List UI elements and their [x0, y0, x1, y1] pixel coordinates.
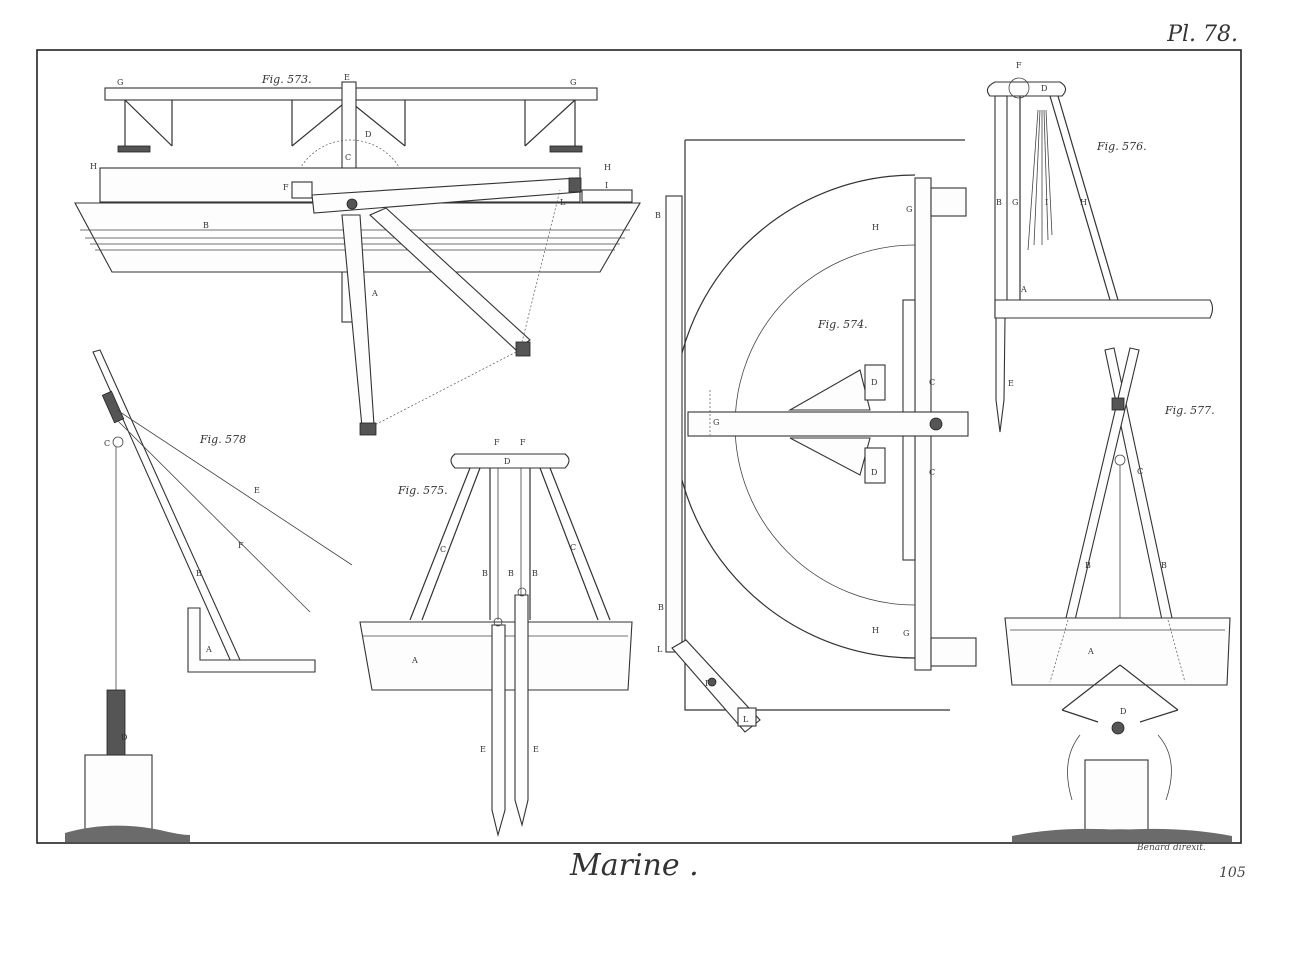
- fig577-label-c: C: [1137, 467, 1143, 476]
- fig576-label-e: E: [1008, 379, 1014, 388]
- fig578-label-a: A: [205, 645, 212, 654]
- figure-573: Fig. 573. G G E D C H H F I L B A: [74, 73, 641, 436]
- fig573-label-b: B: [203, 221, 209, 230]
- fig573-label-l: L: [560, 198, 566, 207]
- fig578-label-f: F: [238, 541, 244, 550]
- fig577-label-b-left: B: [1085, 561, 1091, 570]
- fig575-caption: Fig. 575.: [397, 484, 448, 497]
- fig573-caption: Fig. 573.: [261, 73, 312, 86]
- fig574-label-g-top: G: [906, 205, 912, 214]
- fig574-label-c-bottom: C: [929, 468, 935, 477]
- fig578-label-c: C: [104, 439, 110, 448]
- fig574-label-d-bottom: D: [871, 468, 877, 477]
- fig577-label-a: A: [1087, 647, 1094, 656]
- fig574-label-i: I: [705, 679, 708, 688]
- fig575-label-c-left: C: [440, 545, 446, 554]
- fig575-label-b1: B: [482, 569, 488, 578]
- fig574-caption: Fig. 574.: [817, 318, 868, 331]
- fig575-label-f-right: F: [520, 438, 526, 447]
- fig573-label-a: A: [371, 289, 378, 298]
- fig577-label-b-right: B: [1161, 561, 1167, 570]
- fig578-label-e: E: [254, 486, 260, 495]
- figure-576: Fig. 576. F D B G I H A E: [986, 61, 1214, 433]
- fig573-label-c: C: [345, 153, 351, 162]
- fig574-label-l-top: L: [657, 645, 663, 654]
- fig574-label-g-beam: G: [713, 418, 719, 427]
- fig575-label-b2: B: [508, 569, 514, 578]
- fig575-label-f-left: F: [494, 438, 500, 447]
- fig575-label-e-left: E: [480, 745, 486, 754]
- fig574-label-g-bottom: G: [903, 629, 909, 638]
- fig573-label-g-right: G: [570, 78, 576, 87]
- fig575-label-c-right: C: [570, 543, 576, 552]
- fig578-label-b: B: [196, 569, 202, 578]
- plate-frame: [36, 49, 1242, 844]
- fig573-label-i: I: [605, 181, 608, 190]
- fig576-label-i: I: [1045, 198, 1048, 207]
- figure-577: Fig. 577. C B B A D: [1004, 347, 1232, 842]
- figure-578: Fig. 578 C E F B A D: [65, 349, 353, 842]
- fig577-label-d: D: [1120, 707, 1126, 716]
- fig573-label-h-right: H: [604, 163, 611, 172]
- fig575-label-e-right: E: [533, 745, 539, 754]
- fig578-label-d: D: [121, 733, 127, 742]
- fig576-label-f: F: [1016, 61, 1022, 70]
- plate-title: Marine .: [570, 848, 699, 883]
- fig574-label-d-top: D: [871, 378, 877, 387]
- fig575-label-b3: B: [532, 569, 538, 578]
- fig573-label-f: F: [283, 183, 289, 192]
- fig575-label-d: D: [504, 457, 510, 466]
- engraver-credit: Benard direxit.: [1137, 843, 1206, 853]
- fig574-label-b-bottom: B: [658, 603, 664, 612]
- fig575-label-a: A: [411, 656, 418, 665]
- fig574-label-b-top: B: [655, 211, 661, 220]
- fig576-label-d: D: [1041, 84, 1047, 93]
- fig576-label-a: A: [1020, 285, 1027, 294]
- fig573-label-e: E: [344, 73, 350, 82]
- fig577-caption: Fig. 577.: [1164, 404, 1215, 417]
- fig574-label-l-bottom: L: [743, 715, 749, 724]
- figure-574: Fig. 574. B B G G G H H D D C C L L I: [655, 139, 977, 733]
- page-number: 105: [1219, 865, 1246, 881]
- fig576-label-h: H: [1080, 198, 1087, 207]
- fig573-label-h-left: H: [90, 162, 97, 171]
- fig576-caption: Fig. 576.: [1096, 140, 1147, 153]
- fig574-label-c-top: C: [929, 378, 935, 387]
- fig574-label-h-bottom: H: [872, 626, 879, 635]
- fig573-label-g-left: G: [117, 78, 123, 87]
- fig574-label-h-top: H: [872, 223, 879, 232]
- fig578-caption: Fig. 578: [199, 433, 246, 446]
- fig576-label-b: B: [996, 198, 1002, 207]
- figure-575: Fig. 575. F F D C C B B B A E E: [359, 438, 633, 838]
- plate-number: Pl. 78.: [1167, 22, 1238, 47]
- fig576-label-g: G: [1012, 198, 1018, 207]
- fig573-label-d: D: [365, 130, 371, 139]
